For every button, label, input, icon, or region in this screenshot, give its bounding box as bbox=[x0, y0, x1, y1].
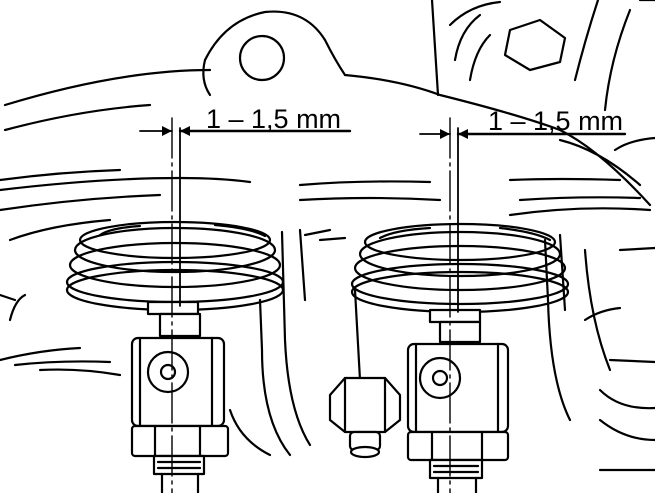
left-valve-spring bbox=[65, 220, 285, 312]
right-centerline bbox=[449, 117, 459, 493]
right-valve-spring bbox=[350, 222, 570, 314]
right-adjuster bbox=[406, 308, 510, 493]
right-clearance-label: 1 – 1,5 mm bbox=[488, 106, 624, 136]
left-adjuster bbox=[130, 300, 230, 493]
left-centerline bbox=[171, 117, 181, 493]
center-hex-nut bbox=[328, 376, 402, 459]
left-clearance-label: 1 – 1,5 mm bbox=[206, 104, 342, 134]
left-clearance-dimension bbox=[139, 126, 352, 136]
right-clearance-dimension bbox=[419, 129, 627, 139]
